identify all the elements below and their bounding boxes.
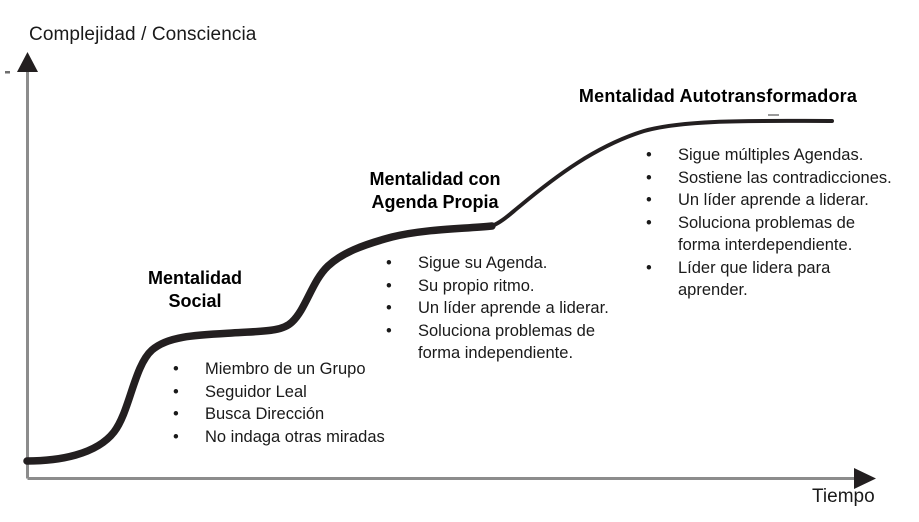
bullet-icon: •: [386, 321, 392, 340]
stage-title-agenda-propia: Mentalidad con Agenda Propia: [369, 169, 501, 212]
bullet-icon: •: [173, 405, 179, 423]
bullet-icon: •: [646, 258, 652, 277]
plateau-dash-artifact: [768, 114, 779, 116]
list-item-label: Soluciona problemas de forma independien…: [418, 321, 596, 363]
bullet-icon: •: [646, 168, 652, 187]
list-item: • Busca Dirección: [173, 403, 413, 426]
bullet-icon: •: [646, 146, 652, 164]
stage-title-autotransformadora: Mentalidad Autotransformadora: [578, 86, 858, 106]
y-axis-tick-mark: [5, 71, 10, 74]
list-item-label: Un líder aprende a liderar.: [418, 299, 609, 317]
list-item: • Su propio ritmo.: [386, 275, 616, 298]
growth-curve-thick: [23, 222, 496, 465]
list-item: • Seguidor Leal: [173, 381, 413, 404]
list-item-label: Líder que lidera para aprender.: [678, 258, 831, 300]
list-item-label: Sostiene las contradicciones.: [678, 168, 892, 187]
list-item-label: Miembro de un Grupo: [205, 360, 366, 378]
list-item-label: Seguidor Leal: [205, 382, 307, 401]
list-item-label: Soluciona problemas de forma interdepend…: [678, 213, 856, 255]
list-item: • Líder que lidera para aprender.: [646, 257, 896, 302]
list-item-label: Su propio ritmo.: [418, 276, 535, 295]
list-item: • Sigue su Agenda.: [386, 252, 616, 275]
x-axis-arrowhead: [854, 468, 876, 489]
list-item-label: No indaga otras miradas: [205, 427, 385, 446]
list-item: • Soluciona problemas de forma interdepen…: [646, 212, 896, 257]
list-item: • No indaga otras miradas: [173, 426, 413, 449]
stage-bullets-autotransformadora: • Sigue múltiples Agendas. • Sostiene las …: [646, 144, 896, 302]
bullet-icon: •: [646, 213, 652, 232]
bullet-icon: •: [386, 299, 392, 317]
list-item: • Sigue múltiples Agendas.: [646, 144, 896, 167]
list-item: • Un líder aprende a liderar.: [646, 189, 896, 212]
growth-curve-thin: [490, 118, 834, 228]
bullet-icon: •: [173, 427, 179, 446]
y-axis-label: Complejidad / Consciencia: [29, 24, 257, 45]
list-item: • Sostiene las contradicciones.: [646, 167, 896, 190]
list-item: • Miembro de un Grupo: [173, 358, 413, 381]
list-item-label: Un líder aprende a liderar.: [678, 191, 869, 209]
list-item: • Soluciona problemas de forma independie…: [386, 320, 616, 365]
bullet-icon: •: [173, 382, 179, 401]
list-item-label: Busca Dirección: [205, 405, 325, 423]
y-axis-arrowhead: [17, 52, 38, 72]
stage-title-social: Mentalidad Social: [147, 268, 242, 311]
list-item-label: Sigue múltiples Agendas.: [678, 146, 864, 164]
stage-bullets-agenda-propia: • Sigue su Agenda. • Su propio ritmo. • Un …: [386, 252, 616, 365]
list-item: • Un líder aprende a liderar.: [386, 297, 616, 320]
stage-bullets-social: • Miembro de un Grupo • Seguidor Leal • Bus…: [173, 358, 413, 448]
bullet-icon: •: [173, 360, 179, 378]
bullet-icon: •: [386, 276, 392, 295]
list-item-label: Sigue su Agenda.: [418, 254, 548, 272]
bullet-icon: •: [386, 254, 392, 272]
bullet-icon: •: [646, 191, 652, 209]
x-axis-label: Tiempo: [812, 486, 875, 507]
